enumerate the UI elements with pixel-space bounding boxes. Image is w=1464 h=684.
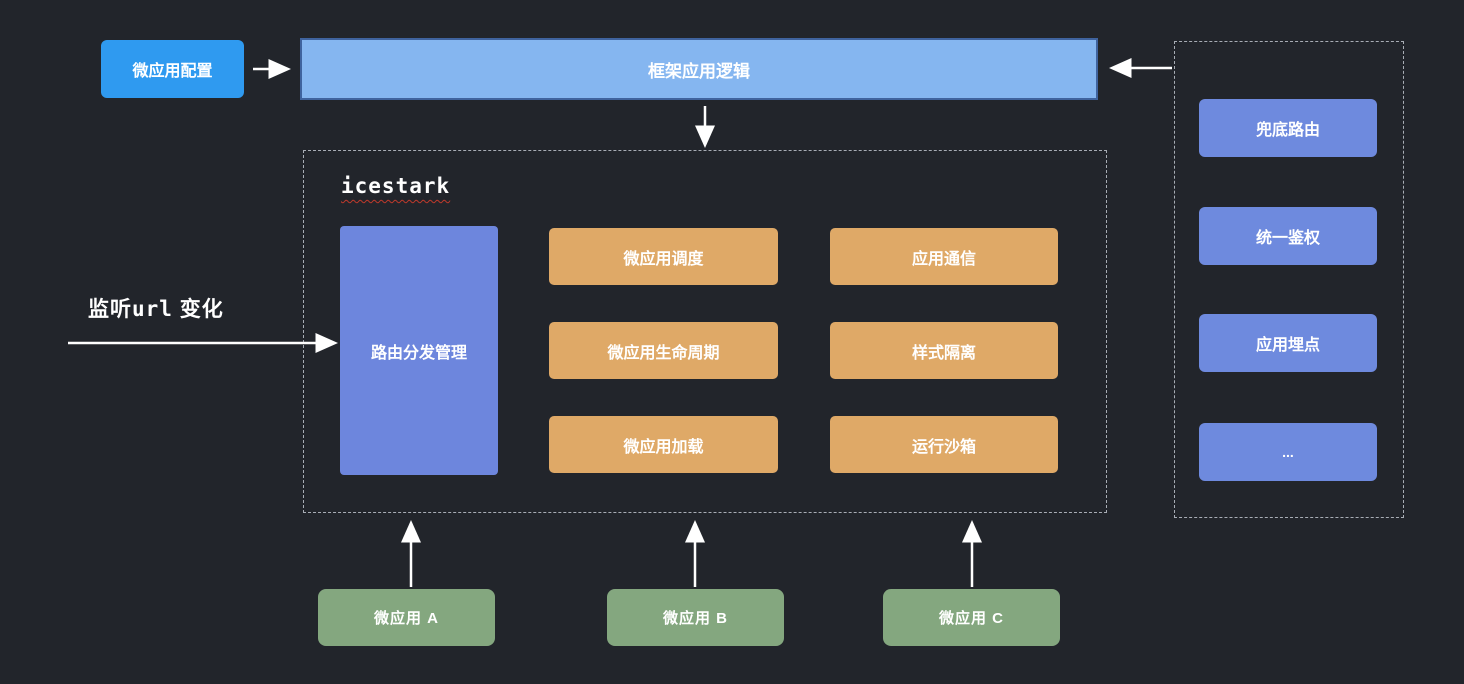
capability-ellipsis: ... [1199,423,1377,481]
listen-url-mono: url [132,297,173,321]
micro-app-c-box: 微应用 C [883,589,1060,646]
listen-url-label: 监听url 变化 [88,293,224,323]
router-dispatch-label: 路由分发管理 [370,344,467,362]
framework-box: 框架应用逻辑 [300,38,1098,100]
micro-app-label: 微应用 C [938,610,1004,627]
module-runtime-sandbox: 运行沙箱 [830,416,1058,473]
capability-label: ... [1282,444,1294,460]
module-app-loading: 微应用加载 [549,416,778,473]
micro-app-label: 微应用 B [662,610,728,627]
capability-panel [1174,41,1404,518]
config-box-label: 微应用配置 [132,63,213,80]
micro-app-a-box: 微应用 A [318,589,495,646]
capability-unified-auth: 统一鉴权 [1199,207,1377,265]
module-label: 微应用生命周期 [607,344,720,362]
listen-url-suffix: 变化 [172,298,224,321]
config-box: 微应用配置 [101,40,244,98]
module-label: 应用通信 [911,250,976,268]
module-label: 微应用调度 [623,250,704,268]
module-app-lifecycle: 微应用生命周期 [549,322,778,379]
router-dispatch-box: 路由分发管理 [340,226,498,475]
module-label: 微应用加载 [623,438,704,456]
framework-box-label: 框架应用逻辑 [648,61,750,81]
module-app-communication: 应用通信 [830,228,1058,285]
capability-fallback-route: 兜底路由 [1199,99,1377,157]
module-label: 运行沙箱 [911,438,976,456]
module-style-isolation: 样式隔离 [830,322,1058,379]
icestark-title: icestark [341,174,451,198]
listen-url-prefix: 监听 [88,298,132,321]
icestark-container: icestark [303,150,1107,513]
capability-app-tracking: 应用埋点 [1199,314,1377,372]
capability-label: 兜底路由 [1255,122,1320,139]
micro-app-b-box: 微应用 B [607,589,784,646]
module-label: 样式隔离 [911,344,976,362]
capability-label: 应用埋点 [1255,337,1320,354]
module-app-scheduling: 微应用调度 [549,228,778,285]
micro-app-label: 微应用 A [373,610,439,627]
capability-label: 统一鉴权 [1255,230,1320,247]
